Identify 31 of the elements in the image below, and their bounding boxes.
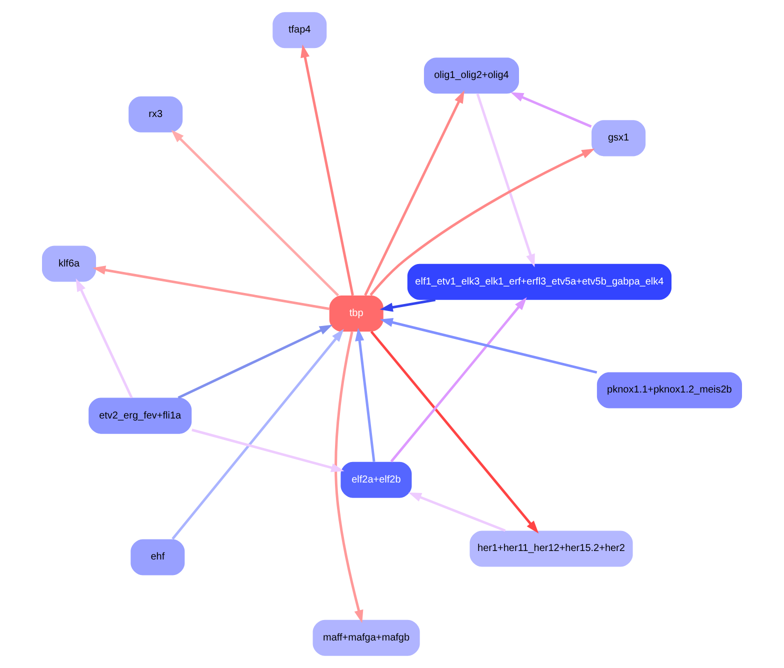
arrow (364, 90, 464, 296)
node-box: rx3 (128, 96, 183, 132)
node-box: elf1_etv1_elk3_elk1_erf+erfl3_etv5a+etv5b_gabpa_elk4 (407, 264, 672, 300)
arrow (172, 328, 344, 540)
arrow (380, 298, 436, 312)
arrow (171, 130, 340, 296)
node-box: maff+mafga+mafgb (312, 620, 420, 656)
arrow (92, 266, 330, 310)
node-box: elf2a+elf2b (340, 462, 412, 498)
arrow (192, 428, 344, 472)
arrow (300, 44, 354, 296)
node-box: tfap4 (272, 12, 327, 48)
arrow (76, 278, 133, 398)
node-box: ehf (130, 539, 185, 576)
node-box: pknox1.1+pknox1.2_meis2b (596, 372, 742, 408)
arrow (334, 331, 364, 624)
arrow (476, 94, 535, 268)
node-box: olig1_olig2+olig4 (424, 58, 519, 94)
arrow (370, 330, 539, 534)
arrow (510, 92, 592, 128)
node-box: etv2_erg_fev+fli1a (88, 398, 192, 434)
arrow (178, 324, 333, 399)
node-box: tbp (329, 296, 384, 332)
arrow (390, 297, 527, 462)
node-box: gsx1 (592, 120, 646, 156)
arrow (355, 328, 376, 462)
arrow (408, 492, 506, 532)
node-box: her1+her11_her12+her15.2+her2 (470, 530, 633, 567)
arrow (380, 318, 598, 374)
arrow (370, 148, 595, 296)
node-box: klf6a (42, 246, 96, 282)
